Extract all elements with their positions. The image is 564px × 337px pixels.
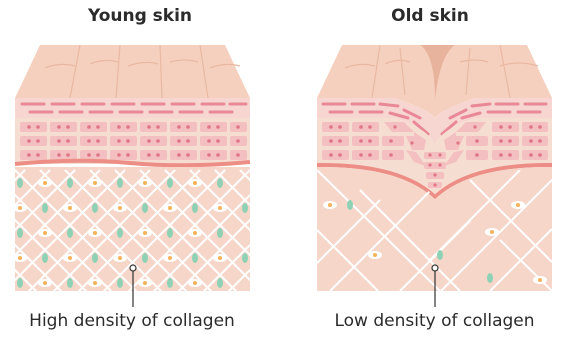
old-skin-caption: Low density of collagen (305, 311, 564, 331)
young-cells (20, 122, 247, 160)
old-skin-block (317, 45, 552, 307)
young-skin-caption: High density of collagen (0, 311, 264, 331)
young-epidermis-surface (15, 45, 250, 98)
young-upper-layer (15, 98, 250, 118)
